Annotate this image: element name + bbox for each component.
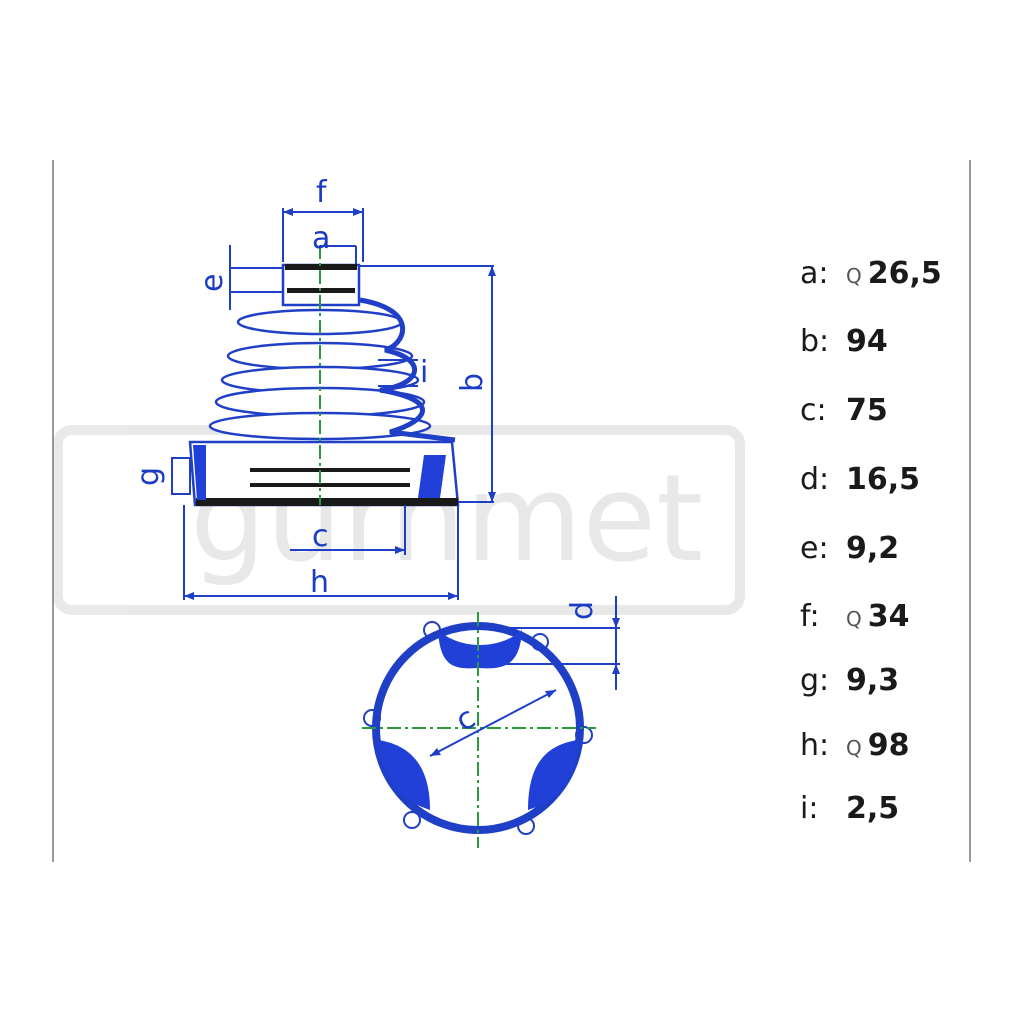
top-dimension-lines	[429, 596, 620, 757]
spec-value: 26,5	[867, 256, 942, 291]
diameter-symbol: Q	[846, 736, 862, 760]
spec-c: c: 75	[800, 391, 888, 431]
profile-wave	[359, 297, 456, 443]
spec-label: d:	[800, 462, 830, 497]
spec-value: 9,3	[846, 663, 900, 698]
spec-e: e: 9,2	[800, 529, 899, 569]
label-a: a	[312, 221, 330, 256]
spec-d: d: 16,5	[800, 460, 920, 500]
top-arrowheads	[430, 618, 620, 756]
label-f: f	[316, 175, 328, 210]
spec-value: 98	[867, 728, 910, 763]
spec-g: g: 9,3	[800, 661, 899, 701]
spec-label: e:	[800, 531, 829, 566]
spec-value: 94	[846, 324, 888, 359]
spec-value: 34	[867, 599, 910, 634]
spec-label: f:	[800, 599, 820, 634]
label-i: i	[420, 355, 428, 390]
label-e: e	[195, 274, 230, 292]
spec-label: a:	[800, 256, 829, 291]
left-frame-line	[52, 160, 54, 862]
label-b: b	[455, 373, 490, 392]
label-d: d	[565, 601, 600, 620]
g-bracket	[171, 457, 191, 495]
spec-label: b:	[800, 324, 830, 359]
spec-label: g:	[800, 663, 830, 698]
spec-label: c:	[800, 393, 827, 428]
side-dimension-lines	[183, 208, 494, 600]
spec-i: i: 2,5	[800, 789, 899, 829]
boot-corner-fills	[193, 445, 446, 500]
diameter-symbol: Q	[846, 607, 862, 631]
spec-b: b: 94	[800, 322, 888, 362]
spec-value: 16,5	[846, 462, 921, 497]
label-c-side: c	[312, 519, 329, 554]
label-g: g	[131, 467, 166, 486]
diameter-symbol: Q	[846, 264, 862, 288]
spec-label: h:	[800, 728, 830, 763]
arrowheads	[184, 208, 496, 600]
label-h: h	[310, 565, 329, 600]
right-frame-line	[969, 160, 971, 862]
spec-value: 75	[846, 393, 888, 428]
spec-label: i:	[800, 791, 819, 826]
spec-value: 9,2	[846, 531, 900, 566]
spec-value: 2,5	[846, 791, 900, 826]
